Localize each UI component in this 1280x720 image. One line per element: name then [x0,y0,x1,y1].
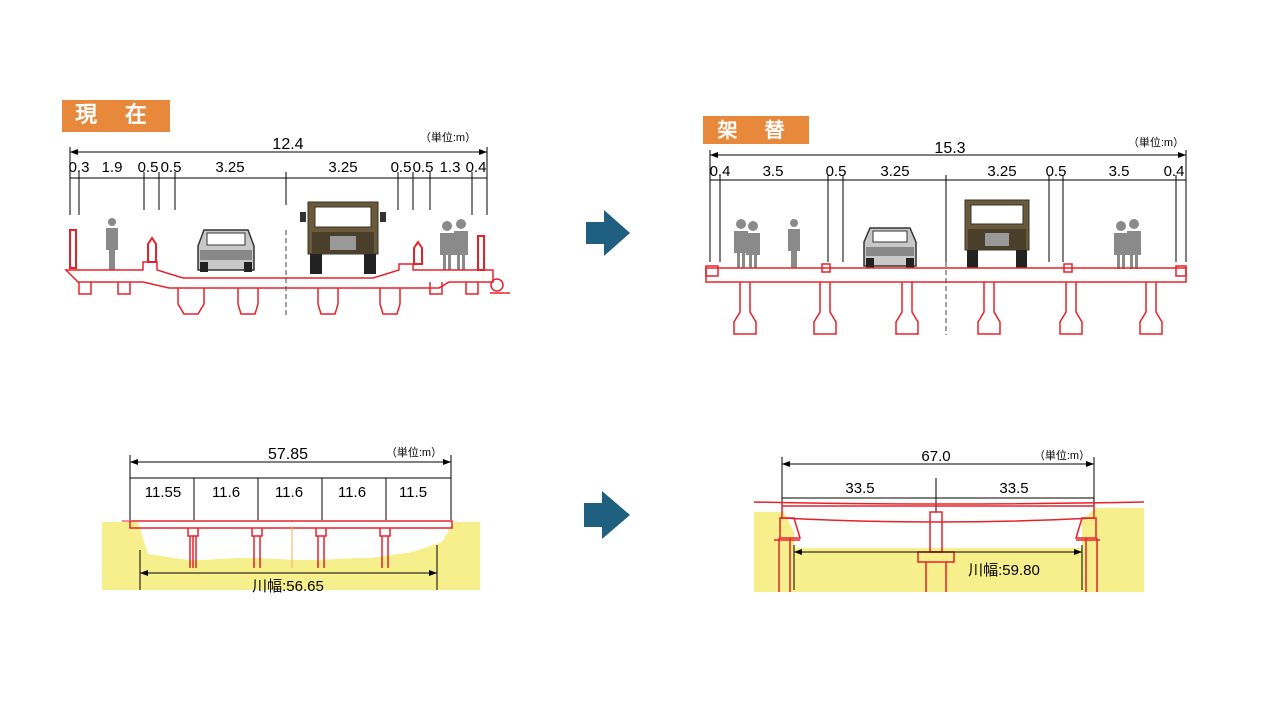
before-seg-8: 1.3 [440,159,461,176]
before-seg-2: 0.5 [138,159,159,176]
after-seg-0: 0.4 [710,163,731,180]
before-truck [300,201,386,274]
after-seg-6: 3.5 [1109,163,1130,180]
before-span-4: 11.5 [399,484,427,501]
after-seg-1: 3.5 [763,163,784,180]
after-elev-unit: （単位:m） [1034,448,1090,462]
before-elev-total: 57.85 [268,446,308,463]
before-seg-9: 0.4 [466,159,487,176]
before-seg-4: 3.25 [215,159,244,176]
before-pedestrians-right [440,219,468,270]
before-seg-0: 0.3 [69,159,90,176]
before-cross-section: 12.4 （単位:m） 0.3 1.9 0.5 0.5 3.25 3.25 0.… [64,130,510,315]
before-elevation: 57.85 （単位:m） 11.55 11.6 11.6 11.6 11.5 [102,445,480,595]
after-truck [964,199,1030,268]
after-cross-section: 15.3 （単位:m） 0.4 3.5 0.5 3.25 3.25 0.5 3.… [705,135,1187,335]
after-seg-3: 3.25 [880,163,909,180]
before-river-width: 川幅:56.65 [252,578,324,595]
after-seg-5: 0.5 [1046,163,1067,180]
after-span-0: 33.5 [845,480,874,497]
before-unit-label: （単位:m） [420,130,476,144]
before-span-2: 11.6 [275,484,303,501]
before-badge: 現 在 [62,100,170,132]
after-deck [705,263,1187,335]
before-seg-1: 1.9 [102,159,123,176]
before-seg-5: 3.25 [328,159,357,176]
after-river-width: 川幅:59.80 [968,562,1040,579]
after-badge: 架 替 後 [703,116,809,170]
before-deck [64,261,510,315]
before-pedestrian-left [106,218,118,270]
arrow-icon-top [586,210,630,256]
arrow-icon-bottom [584,491,630,539]
before-span-3: 11.6 [338,484,366,501]
before-seg-7: 0.5 [413,159,434,176]
before-car [197,229,255,272]
before-seg-3: 0.5 [161,159,182,176]
after-pedestrians-right [1114,219,1141,269]
before-total-label: 12.4 [272,136,303,153]
after-seg-4: 3.25 [987,163,1016,180]
after-elevation: 67.0 （単位:m） 33.5 33.5 川幅:59.80 [753,448,1145,592]
after-elev-total: 67.0 [921,448,950,465]
after-total-label: 15.3 [934,140,965,157]
before-elev-unit: （単位:m） [386,445,442,459]
before-span-0: 11.55 [145,484,181,501]
before-span-1: 11.6 [212,484,240,501]
before-seg-6: 0.5 [391,159,412,176]
after-seg-2: 0.5 [826,163,847,180]
after-span-1: 33.5 [999,480,1028,497]
after-unit-label: （単位:m） [1128,135,1184,149]
after-pedestrians-left [734,219,800,268]
after-car [863,227,917,268]
after-seg-7: 0.4 [1164,163,1185,180]
